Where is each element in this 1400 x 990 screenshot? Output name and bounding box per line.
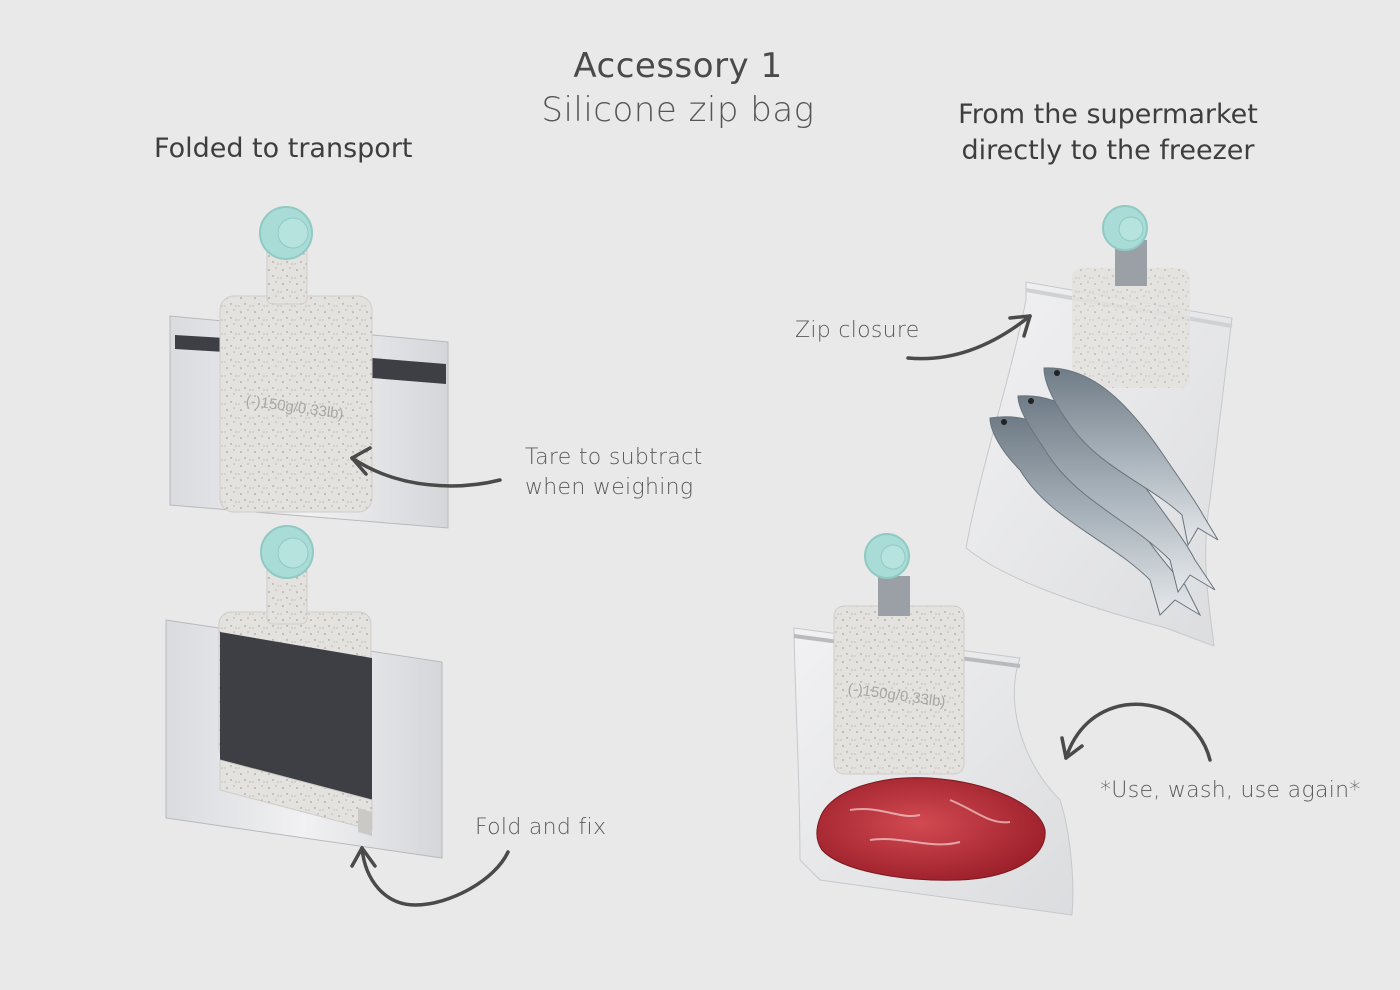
left-heading: Folded to transport — [154, 133, 413, 164]
fold-note: Fold and fix — [475, 815, 607, 840]
right-heading-line1: From the supermarket — [958, 99, 1258, 130]
tare-note: Tare to subtract when weighing — [525, 443, 703, 503]
arrow-fold — [350, 846, 510, 907]
page-title: Accessory 1 — [573, 46, 783, 86]
fish-bag — [965, 240, 1233, 647]
folded-bag-dark — [165, 559, 443, 859]
knob-bottom-right — [864, 533, 910, 579]
arrow-zip — [906, 314, 1032, 361]
right-heading-line2: directly to the freezer — [961, 135, 1255, 166]
knob-bottom-left — [260, 525, 314, 579]
meat-bag: (-)150g/0,33lb) — [793, 576, 1074, 916]
page-subtitle: Silicone zip bag — [541, 90, 815, 130]
tare-note-line1: Tare to subtract — [525, 445, 703, 470]
knob-top-right — [1102, 205, 1148, 251]
folded-bag-front: (-)150g/0,33lb) — [169, 239, 449, 529]
reuse-note: *Use, wash, use again* — [1100, 778, 1361, 803]
right-heading: From the supermarket directly to the fre… — [918, 97, 1298, 169]
arrow-tare — [350, 446, 502, 488]
zip-closure-note: Zip closure — [795, 318, 920, 343]
tare-note-line2: when weighing — [525, 475, 694, 500]
knob-top-left — [259, 206, 313, 260]
arrow-reuse — [1060, 702, 1212, 762]
